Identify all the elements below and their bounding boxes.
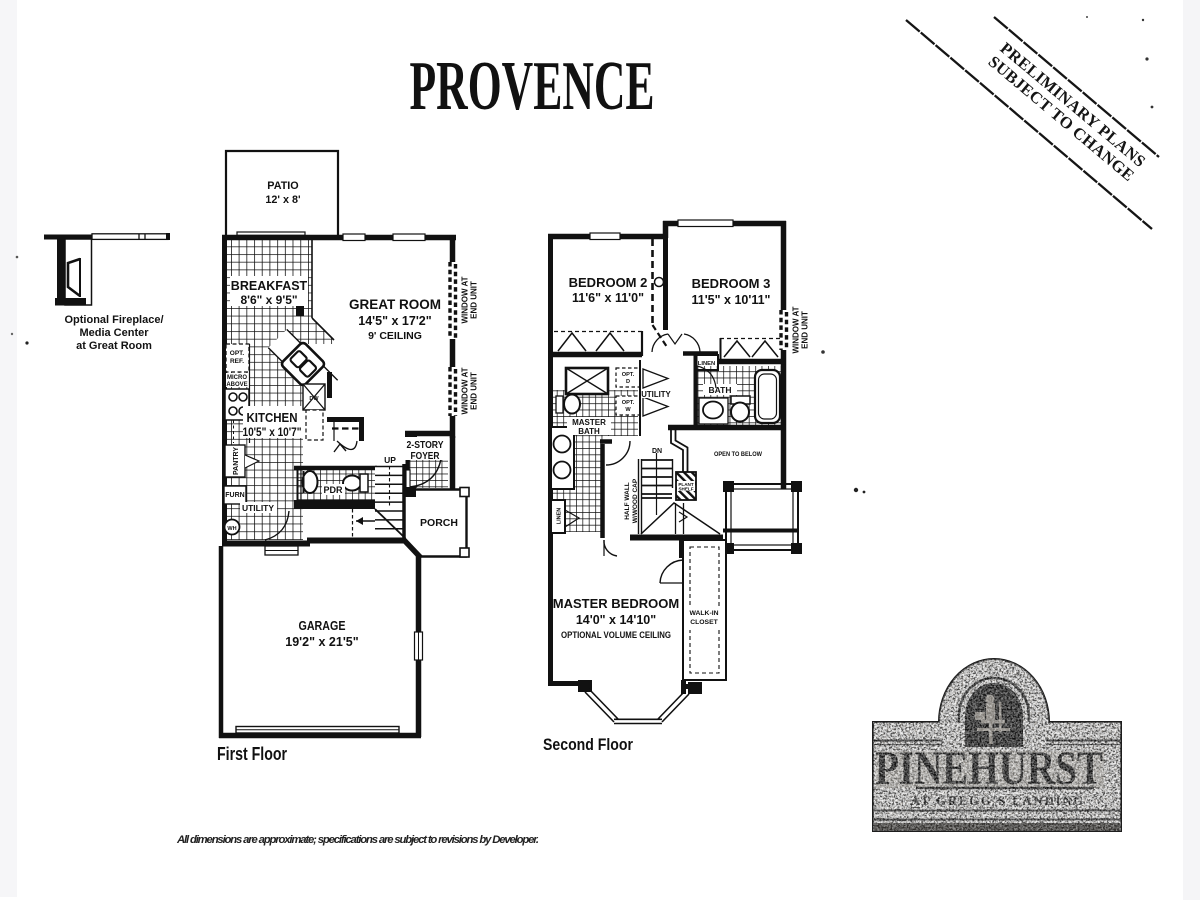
svg-text:BATH: BATH bbox=[709, 385, 732, 395]
svg-text:OPTIONAL VOLUME CEILING: OPTIONAL VOLUME CEILING bbox=[561, 630, 671, 641]
svg-text:11'6" x 11'0": 11'6" x 11'0" bbox=[572, 291, 644, 305]
svg-text:BEDROOM 2: BEDROOM 2 bbox=[569, 275, 648, 290]
svg-text:HALF WALL: HALF WALL bbox=[624, 482, 631, 520]
svg-text:WH: WH bbox=[227, 526, 236, 532]
svg-text:PROVENCE: PROVENCE bbox=[410, 48, 655, 125]
svg-text:W/WOOD CAP: W/WOOD CAP bbox=[632, 478, 639, 523]
svg-text:OPT.: OPT. bbox=[622, 400, 635, 406]
svg-text:UTILITY: UTILITY bbox=[242, 503, 274, 513]
svg-text:PANTRY: PANTRY bbox=[233, 447, 240, 475]
svg-text:D: D bbox=[626, 379, 630, 385]
svg-text:KITCHEN: KITCHEN bbox=[247, 411, 298, 425]
svg-text:REF.: REF. bbox=[230, 358, 244, 365]
svg-text:BEDROOM 3: BEDROOM 3 bbox=[692, 276, 771, 291]
svg-text:ABOVE: ABOVE bbox=[226, 382, 247, 388]
svg-text:Optional Fireplace/: Optional Fireplace/ bbox=[64, 314, 163, 326]
svg-text:PORCH: PORCH bbox=[420, 517, 458, 529]
svg-text:Media Center: Media Center bbox=[79, 327, 149, 339]
svg-text:MASTER BEDROOM: MASTER BEDROOM bbox=[553, 596, 679, 611]
svg-text:OPT.: OPT. bbox=[622, 372, 635, 378]
svg-text:DN: DN bbox=[652, 448, 662, 455]
svg-text:at Great Room: at Great Room bbox=[76, 340, 152, 352]
svg-text:14'5" x 17'2": 14'5" x 17'2" bbox=[358, 314, 431, 328]
svg-text:Second Floor: Second Floor bbox=[543, 736, 633, 754]
svg-text:WINDOW AT: WINDOW AT bbox=[461, 276, 470, 323]
svg-text:OPEN TO BELOW: OPEN TO BELOW bbox=[714, 451, 762, 458]
svg-text:PLANT: PLANT bbox=[678, 482, 694, 487]
svg-text:FURN: FURN bbox=[225, 492, 244, 499]
svg-text:WALK-IN: WALK-IN bbox=[689, 610, 718, 617]
svg-text:11'5" x 10'11": 11'5" x 10'11" bbox=[692, 293, 771, 307]
svg-text:MASTER: MASTER bbox=[572, 418, 606, 427]
svg-text:12' x 8': 12' x 8' bbox=[265, 194, 301, 206]
svg-text:UTILITY: UTILITY bbox=[641, 390, 671, 399]
svg-text:GARAGE: GARAGE bbox=[299, 619, 346, 633]
svg-text:END UNIT: END UNIT bbox=[470, 281, 479, 319]
svg-text:All dimensions are approximate: All dimensions are approximate; specific… bbox=[176, 834, 539, 846]
svg-text:DW: DW bbox=[309, 396, 319, 402]
svg-text:First Floor: First Floor bbox=[217, 744, 287, 764]
svg-text:W: W bbox=[625, 407, 631, 413]
svg-text:LINEN: LINEN bbox=[698, 361, 715, 367]
svg-text:PATIO: PATIO bbox=[267, 180, 298, 192]
svg-text:BATH: BATH bbox=[578, 427, 600, 436]
svg-text:SHELF: SHELF bbox=[678, 487, 693, 492]
svg-text:MICRO: MICRO bbox=[227, 375, 247, 381]
svg-text:PDR: PDR bbox=[323, 485, 343, 495]
svg-text:END UNIT: END UNIT bbox=[470, 372, 479, 410]
svg-text:END UNIT: END UNIT bbox=[801, 311, 810, 349]
svg-text:CLOSET: CLOSET bbox=[690, 619, 718, 626]
svg-text:WINDOW AT: WINDOW AT bbox=[461, 367, 470, 414]
svg-text:UP: UP bbox=[384, 455, 396, 465]
svg-text:LINEN: LINEN bbox=[557, 508, 563, 525]
svg-text:OPT.: OPT. bbox=[230, 350, 245, 357]
svg-text:BREAKFAST: BREAKFAST bbox=[231, 279, 308, 293]
svg-text:FOYER: FOYER bbox=[411, 451, 440, 462]
svg-text:2-STORY: 2-STORY bbox=[407, 440, 444, 451]
svg-text:WINDOW AT: WINDOW AT bbox=[792, 306, 801, 353]
svg-text:14'0" x 14'10": 14'0" x 14'10" bbox=[576, 613, 656, 627]
svg-text:PRELIMINARY PLANS: PRELIMINARY PLANS bbox=[997, 38, 1150, 171]
svg-text:19'2" x 21'5": 19'2" x 21'5" bbox=[285, 635, 358, 649]
svg-text:8'6" x 9'5": 8'6" x 9'5" bbox=[240, 293, 297, 307]
svg-text:9' CEILING: 9' CEILING bbox=[368, 330, 422, 342]
svg-text:10'5" x 10'7": 10'5" x 10'7" bbox=[243, 427, 302, 439]
svg-text:GREAT ROOM: GREAT ROOM bbox=[349, 297, 441, 312]
